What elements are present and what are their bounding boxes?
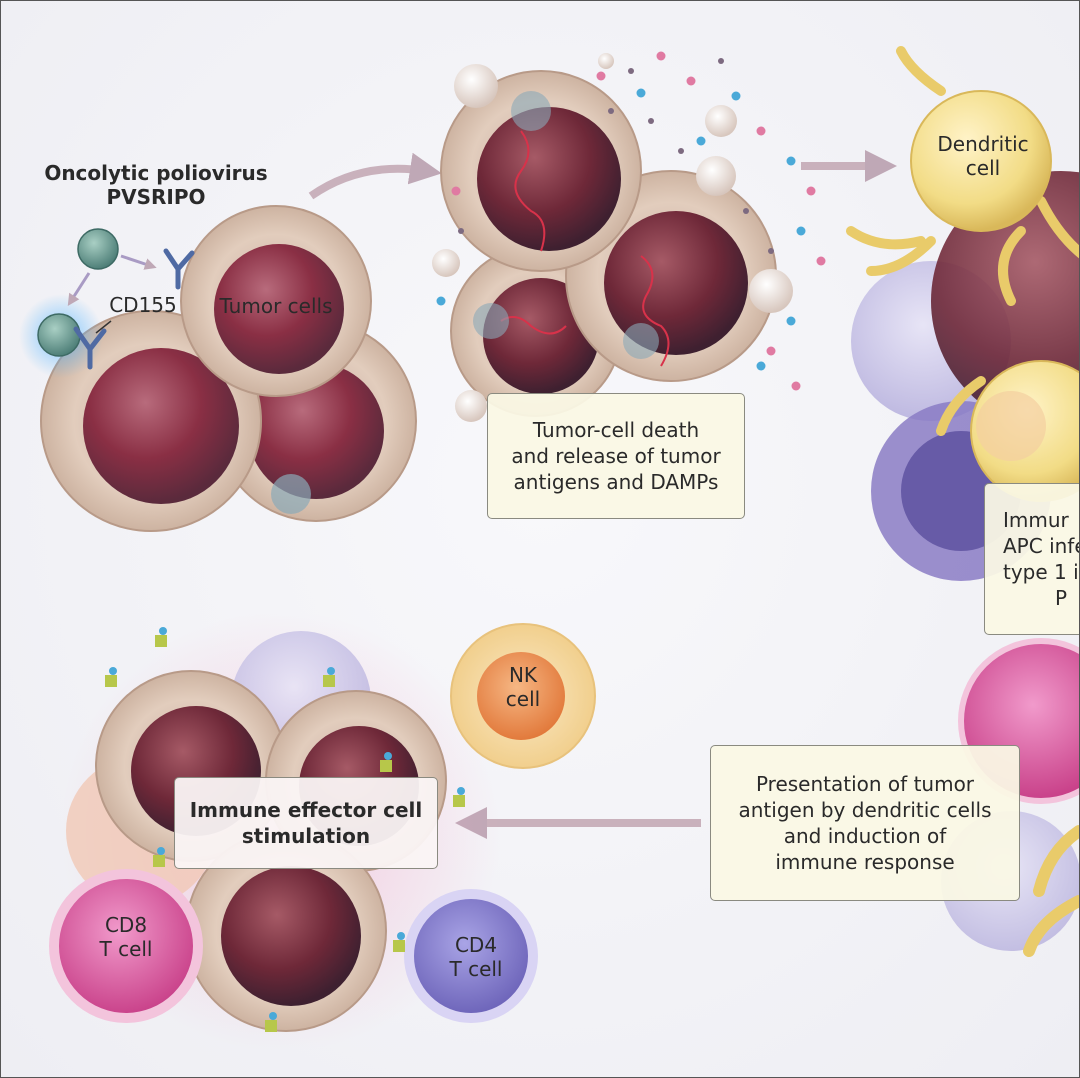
receptor-icon	[153, 855, 165, 867]
antigen-particle	[756, 361, 766, 371]
antigen-particle	[596, 71, 606, 81]
immune-line2: APC infe	[1003, 534, 1080, 558]
nk-cell-label: NK cell	[481, 663, 565, 711]
antigen-particle	[731, 91, 741, 101]
nk-line2: cell	[505, 687, 541, 711]
antigen-particle	[806, 186, 816, 196]
virus-icon	[37, 313, 81, 357]
cd4-line1: CD4	[454, 933, 498, 957]
virus-label: Oncolytic poliovirus PVSRIPO	[41, 161, 271, 209]
antigen-particle	[384, 752, 392, 760]
presentation-line2: antigen by dendritic cells	[738, 798, 992, 822]
cd155-label: CD155	[109, 293, 177, 317]
immune-caption-box-partial: Immur APC infe type 1 in P	[984, 483, 1080, 635]
cd8-cell-label: CD8 T cell	[81, 913, 171, 961]
antigen-particle	[656, 51, 666, 61]
virus-icon	[271, 474, 311, 514]
stimulation-line2: stimulation	[241, 824, 371, 848]
antigen-particle	[696, 136, 706, 146]
arrow-icon	[308, 152, 442, 200]
tumor-cells-label: Tumor cells	[219, 294, 333, 318]
nk-line1: NK	[508, 663, 538, 687]
cd4-line2: T cell	[449, 957, 503, 981]
receptor-icon	[155, 635, 167, 647]
death-line3: antigens and DAMPs	[513, 470, 719, 494]
virus-icon	[473, 303, 509, 339]
presentation-line4: immune response	[775, 850, 955, 874]
antigen-particle	[397, 932, 405, 940]
antigen-particle	[816, 256, 826, 266]
antigen-particle	[786, 156, 796, 166]
virus-label-line2: PVSRIPO	[106, 185, 206, 209]
antigen-particle	[743, 208, 749, 214]
receptor-icon	[323, 675, 335, 687]
arrow-icon	[120, 254, 157, 270]
cd8-line1: CD8	[104, 913, 148, 937]
presentation-line3: and induction of	[783, 824, 947, 848]
receptor-icon	[73, 326, 107, 370]
antigen-particle	[109, 667, 117, 675]
antigen-particle	[157, 847, 165, 855]
receptor-icon	[163, 248, 195, 290]
immune-line1: Immur	[1003, 508, 1069, 532]
receptor-icon	[105, 675, 117, 687]
death-caption-box: Tumor-cell death and release of tumor an…	[487, 393, 745, 519]
antigen-particle	[269, 1012, 277, 1020]
antigen-particle	[628, 68, 634, 74]
presentation-caption-box: Presentation of tumor antigen by dendrit…	[710, 745, 1020, 901]
antigen-particle	[768, 248, 774, 254]
antigen-particle	[756, 126, 766, 136]
receptor-icon	[453, 795, 465, 807]
t-cell-icon	[49, 869, 203, 1023]
virus-icon	[623, 323, 659, 359]
dendritic-cell-icon	[910, 90, 1052, 232]
antigen-particle	[159, 627, 167, 635]
tumor-cells-cluster	[40, 205, 417, 532]
dying-tumor-cells	[432, 51, 826, 422]
cd8-line2: T cell	[99, 937, 153, 961]
antigen-particle	[786, 316, 796, 326]
stimulation-line1: Immune effector cell	[189, 798, 423, 822]
virus-icon	[511, 91, 551, 131]
receptor-icon	[380, 760, 392, 772]
poliovirus-group	[19, 228, 195, 378]
antigen-particle	[457, 787, 465, 795]
antigen-particle	[766, 346, 776, 356]
cd4-cell-label: CD4 T cell	[431, 933, 521, 981]
antigen-particle	[791, 381, 801, 391]
presentation-line1: Presentation of tumor	[755, 772, 975, 796]
virus-label-line1: Oncolytic poliovirus	[44, 161, 268, 185]
antigen-particle	[636, 88, 646, 98]
immune-line4: P	[1055, 586, 1068, 610]
antigen-particle	[608, 108, 614, 114]
death-line1: Tumor-cell death	[532, 418, 700, 442]
antigen-particle	[436, 296, 446, 306]
antigen-particle	[327, 667, 335, 675]
receptor-icon	[265, 1020, 277, 1032]
dendritic-line1: Dendritic	[937, 132, 1029, 156]
arrow-icon	[67, 272, 91, 307]
antigen-particle	[458, 228, 464, 234]
stimulation-caption-box: Immune effector cell stimulation	[174, 777, 438, 869]
antigen-particle	[718, 58, 724, 64]
dendritic-cell-label: Dendritic cell	[923, 132, 1043, 180]
antigen-particle	[451, 186, 461, 196]
antigen-particle	[796, 226, 806, 236]
virus-icon	[77, 228, 119, 270]
antigen-particle	[686, 76, 696, 86]
death-line2: and release of tumor	[511, 444, 721, 468]
immune-line3: type 1 in	[1003, 560, 1079, 584]
dendritic-line2: cell	[965, 156, 1001, 180]
t-cell-icon	[404, 889, 538, 1023]
antigen-particle	[648, 118, 654, 124]
antigen-particle	[678, 148, 684, 154]
receptor-icon	[393, 940, 405, 952]
